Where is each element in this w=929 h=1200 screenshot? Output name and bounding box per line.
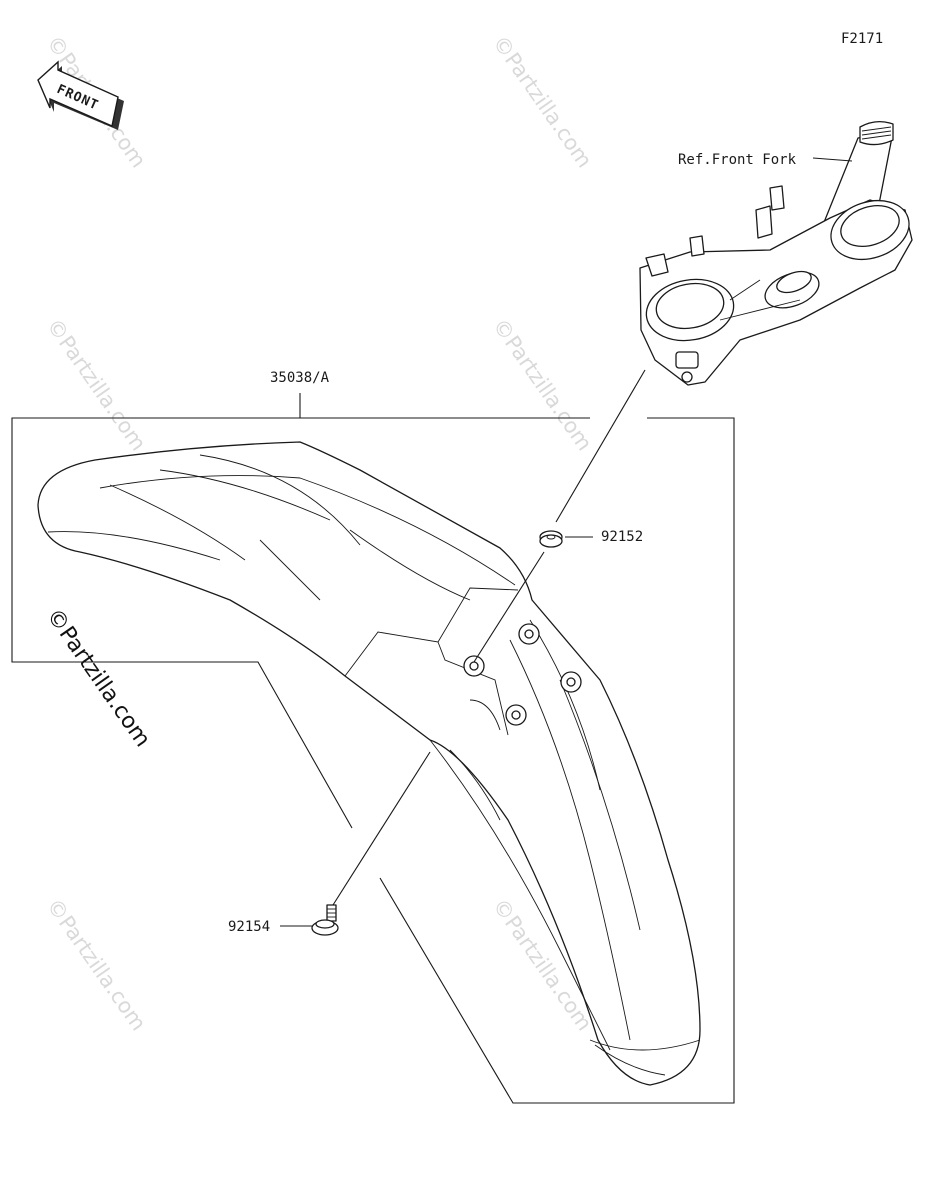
watermark-2: ©Partzilla.com (488, 31, 597, 172)
assembly-group-outline (11, 393, 735, 1104)
bolt-icon (311, 904, 339, 936)
label-part-35038a: 35038/A (270, 370, 330, 386)
label-part-92154: 92154 (228, 919, 270, 935)
leader-lines (280, 157, 853, 927)
front-arrow-icon (37, 60, 119, 127)
label-ref-front-fork: Ref.Front Fork (678, 152, 797, 168)
watermark-4: ©Partzilla.com (488, 314, 597, 455)
fender-mount-holes (463, 623, 582, 726)
watermark-6: ©Partzilla.com (42, 894, 151, 1035)
figure-code: F2171 (841, 31, 883, 47)
fender-outline (37, 441, 701, 1086)
front-fender-icon (37, 441, 701, 1086)
watermark-dark: ©Partzilla.com (41, 604, 155, 752)
washer-icon (539, 530, 563, 548)
watermark-3: ©Partzilla.com (42, 314, 151, 455)
label-part-92152: 92152 (601, 529, 643, 545)
front-fork-stem-icon (639, 120, 913, 386)
